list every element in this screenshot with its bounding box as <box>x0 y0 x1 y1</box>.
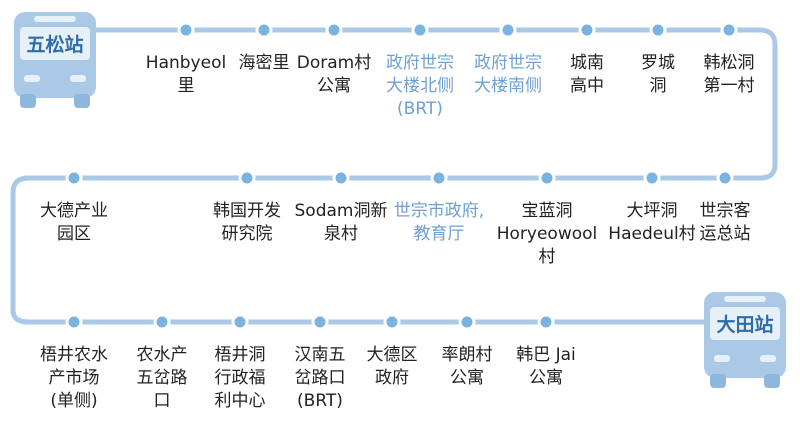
stop-marker <box>537 313 555 331</box>
stop-marker <box>332 169 350 187</box>
stop-marker <box>538 169 556 187</box>
stop-marker <box>238 169 256 187</box>
end-terminal: 大田站 <box>704 292 786 388</box>
stop-label: 韩巴 Jai 公寓 <box>516 345 576 388</box>
stop-label: Doram村 公寓 <box>296 53 372 96</box>
stop-marker <box>578 21 596 39</box>
stop-marker <box>430 169 448 187</box>
start-terminal-label: 五松站 <box>26 33 83 56</box>
stop-label: 韩松洞 第一村 <box>703 53 755 96</box>
stop-marker <box>499 21 517 39</box>
end-terminal-label: 大田站 <box>716 313 773 336</box>
stop-label: 宝蓝洞 Horyeowool 村 <box>496 201 598 267</box>
stop-label: 韩国开发 研究院 <box>213 201 281 244</box>
stop-label: 梧井农水 产市场 (单侧) <box>40 345 108 411</box>
stop-label: 农水产 五岔路 口 <box>136 345 188 411</box>
stop-label: 世宗客 运总站 <box>699 201 751 244</box>
bus-icon <box>14 12 96 108</box>
route-line <box>10 27 778 325</box>
stop-label: 汉南五 岔路口 (BRT) <box>294 345 346 411</box>
stop-marker <box>411 21 429 39</box>
stop-marker <box>325 21 343 39</box>
stop-marker <box>383 313 401 331</box>
stop-label: Hanbyeol 里 <box>145 53 227 96</box>
stop-label: 罗城 洞 <box>641 53 675 96</box>
stop-marker <box>649 21 667 39</box>
stop-marker <box>177 21 195 39</box>
stop-marker <box>720 21 738 39</box>
stop-label: 政府世宗 大楼北侧 (BRT) <box>386 53 454 119</box>
stop-marker <box>65 313 83 331</box>
stop-marker <box>311 313 329 331</box>
stop-label: 大德产业 园区 <box>40 201 108 244</box>
stop-marker <box>153 313 171 331</box>
stop-marker <box>458 313 476 331</box>
stop-marker <box>255 21 273 39</box>
bus-icon <box>704 292 786 388</box>
stop-marker <box>231 313 249 331</box>
stop-label: 政府世宗 大楼南侧 <box>474 53 542 96</box>
stop-marker <box>716 169 734 187</box>
start-terminal: 五松站 <box>14 12 96 108</box>
stop-label: 世宗市政府, 教育厅 <box>393 201 485 244</box>
stop-label: Sodam洞新 泉村 <box>294 201 388 244</box>
stop-label: 率朗村 公寓 <box>441 345 493 388</box>
stop-label: 城南 高中 <box>570 53 604 96</box>
stop-marker <box>643 169 661 187</box>
stop-label: 大德区 政府 <box>366 345 418 388</box>
stop-label: 海密里 <box>238 53 290 73</box>
stop-label: 大坪洞 Haedeul村 <box>608 201 696 244</box>
stop-label: 梧井洞 行政福 利中心 <box>214 345 266 411</box>
stop-marker <box>65 169 83 187</box>
